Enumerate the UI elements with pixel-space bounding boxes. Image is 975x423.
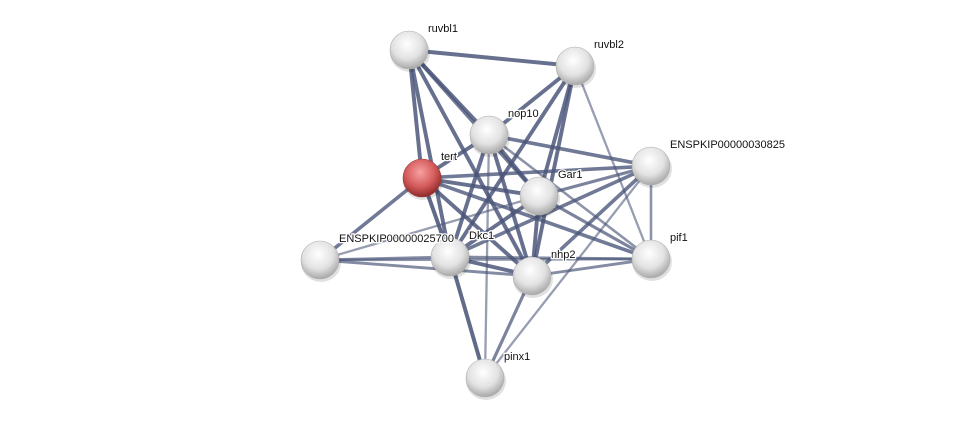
edge-tert-gar1[interactable]	[421, 176, 540, 198]
edge-nop10-pif1[interactable]	[488, 133, 652, 261]
node-label: Dkc1	[469, 230, 494, 242]
edge-nhp2-pif1[interactable]	[531, 257, 652, 278]
node-ruvbl1[interactable]	[389, 30, 430, 72]
edge-gar1-ens30825[interactable]	[538, 164, 652, 198]
node-label: pif1	[670, 232, 688, 244]
node-sphere[interactable]	[631, 239, 671, 279]
node-label: nhp2	[551, 249, 575, 261]
node-label: nop10	[508, 108, 539, 120]
node-sphere[interactable]	[631, 146, 671, 186]
node-sphere[interactable]	[512, 256, 552, 296]
edge-nop10-ens30825[interactable]	[488, 133, 652, 168]
node-sphere[interactable]	[300, 240, 340, 280]
node-sphere[interactable]	[469, 115, 509, 155]
node-label: ENSPKIP00000025700	[339, 233, 454, 245]
edge-dkc1-pinx1[interactable]	[448, 256, 487, 379]
node-sphere[interactable]	[402, 158, 442, 198]
node-ruvbl2[interactable]	[555, 46, 596, 88]
node-gar1[interactable]	[519, 176, 560, 218]
node-nhp2[interactable]	[512, 256, 553, 298]
edge-tert-ens25700[interactable]	[318, 176, 424, 262]
edge-ruvbl1-tert[interactable]	[407, 49, 424, 179]
node-sphere[interactable]	[519, 176, 559, 216]
edge-ruvbl1-ruvbl2[interactable]	[408, 48, 576, 68]
edge-tert-ens30825[interactable]	[421, 164, 652, 180]
edge-ens25700-nhp2[interactable]	[319, 258, 533, 278]
node-sphere[interactable]	[465, 358, 505, 398]
node-tert[interactable]	[402, 158, 443, 200]
edge-ruvbl1-nhp2[interactable]	[407, 49, 534, 277]
edge-gar1-ens25700[interactable]	[319, 194, 540, 262]
node-pif1[interactable]	[631, 239, 672, 281]
nodes-layer	[300, 30, 672, 400]
edge-ens30825-dkc1[interactable]	[449, 164, 652, 259]
node-ens30825[interactable]	[631, 146, 672, 188]
node-nop10[interactable]	[469, 115, 510, 157]
node-pinx1[interactable]	[465, 358, 506, 400]
edges-layer	[318, 48, 653, 379]
edge-ruvbl2-pif1[interactable]	[573, 65, 653, 260]
node-label: pinx1	[504, 351, 530, 363]
node-sphere[interactable]	[389, 30, 429, 70]
node-sphere[interactable]	[430, 237, 470, 277]
node-label: ruvbl2	[594, 39, 624, 51]
labels-layer: ruvbl1 ruvbl2 nop10 tert ENSPKIP00000030825G…	[338, 22, 786, 365]
node-label: Gar1	[558, 169, 582, 181]
edge-ruvbl1-dkc1[interactable]	[407, 49, 452, 258]
node-dkc1[interactable]	[430, 237, 471, 279]
node-ens25700[interactable]	[300, 240, 341, 282]
node-label: ENSPKIP00000030825	[670, 139, 785, 151]
edge-ruvbl2-gar1[interactable]	[537, 65, 577, 197]
node-sphere[interactable]	[555, 46, 595, 86]
edge-dkc1-pif1[interactable]	[449, 255, 652, 261]
node-label: ruvbl1	[428, 23, 458, 35]
node-label: tert	[441, 151, 457, 163]
